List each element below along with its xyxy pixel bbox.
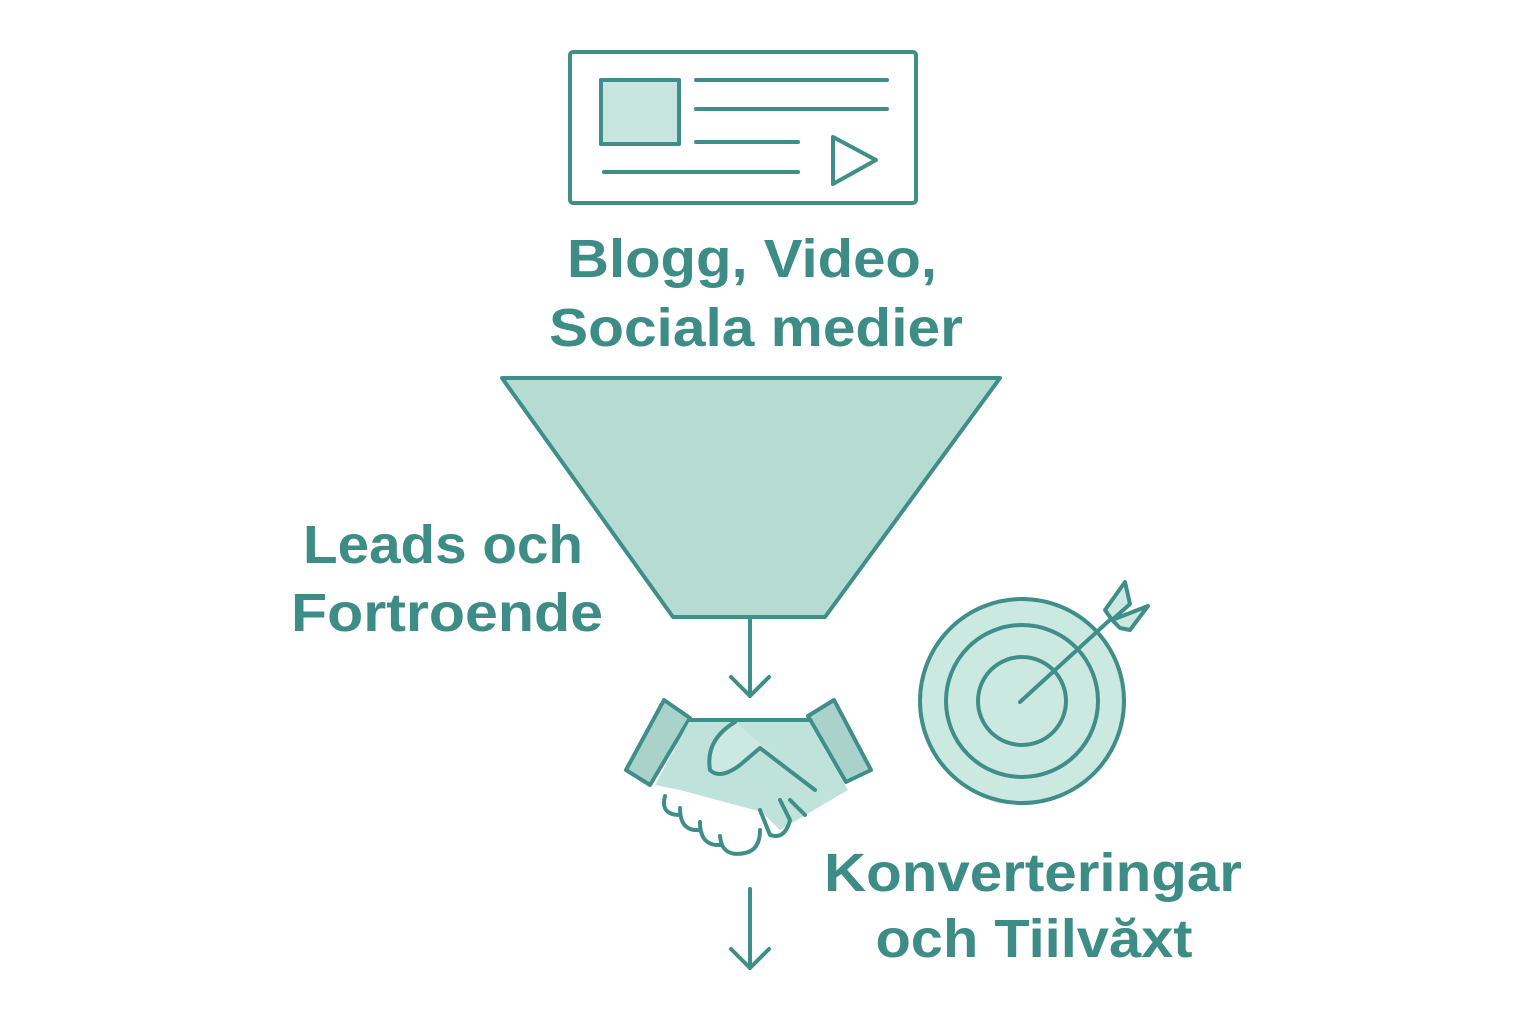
funnel-icon (500, 376, 1002, 619)
play-icon (831, 135, 878, 186)
target-icon (918, 580, 1150, 805)
conversion-label-line1: Konverteringar (824, 843, 1242, 903)
conversion-label-line2: och Tiilvăxt (876, 909, 1193, 969)
leads-label-line1: Leads och (303, 515, 583, 575)
content-card-icon (568, 50, 918, 205)
leads-label-line2: Fortroende (291, 583, 603, 643)
arrow-down-icon (729, 617, 771, 698)
arrow-down-icon (729, 887, 771, 970)
content-label-line1: Blogg, Video, (567, 229, 937, 289)
handshake-icon (624, 698, 873, 856)
content-label-line2: Sociala medier (549, 298, 963, 358)
